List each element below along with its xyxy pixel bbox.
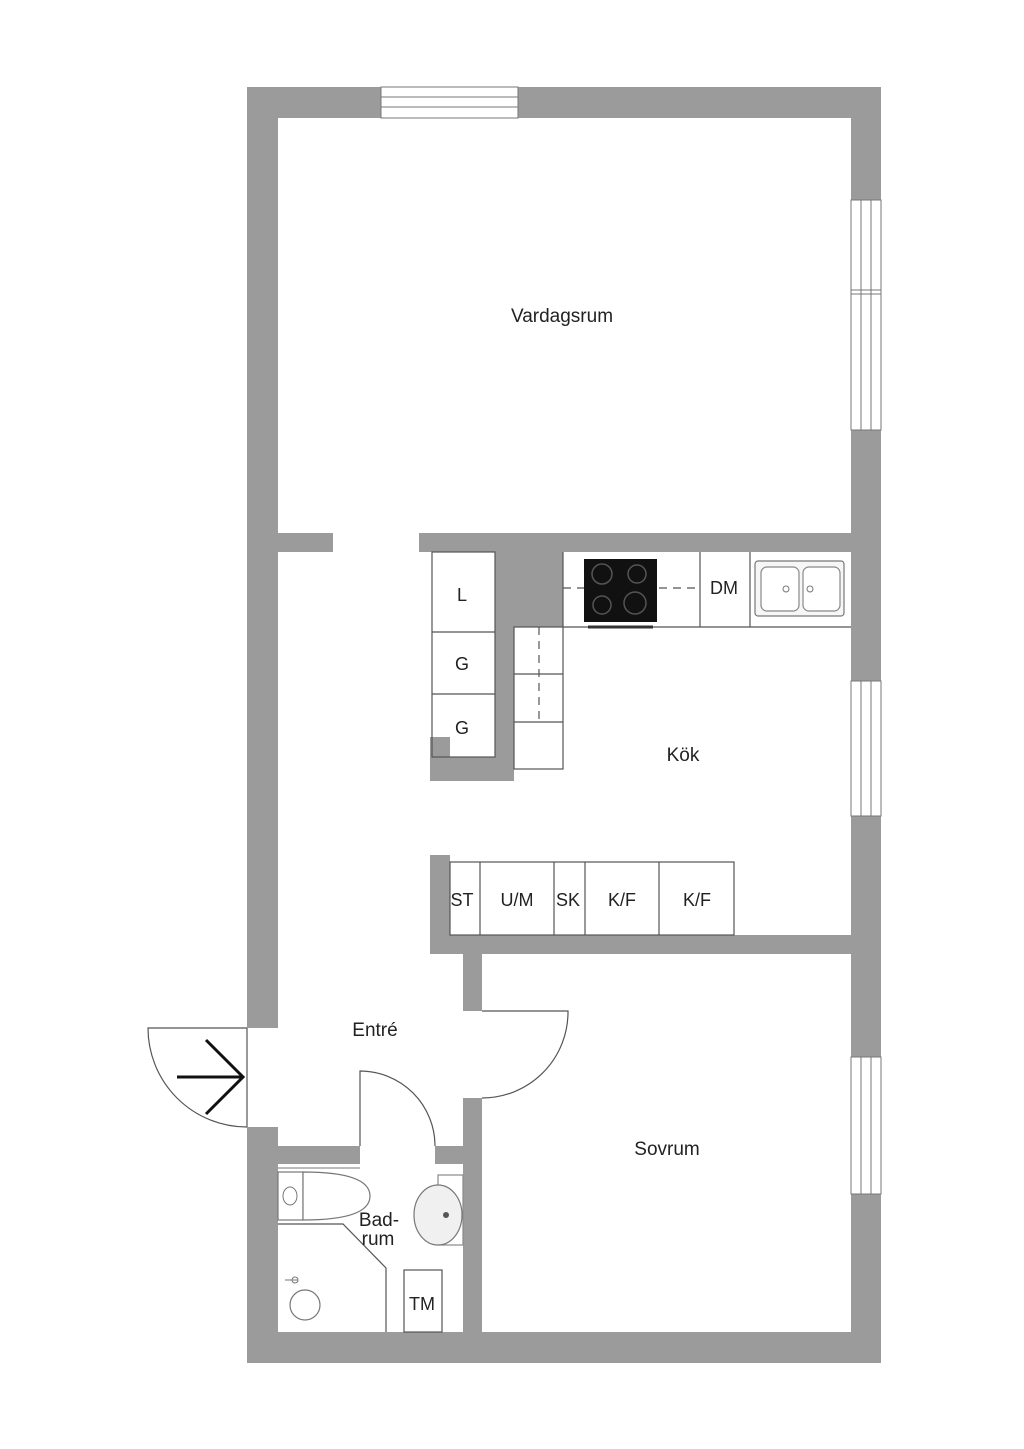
- label-tm: TM: [409, 1294, 435, 1314]
- room-label-kitchen: Kök: [667, 745, 700, 766]
- kitchen-counter-bottom: [449, 861, 735, 936]
- room-label-bedroom: Sovrum: [634, 1139, 699, 1160]
- kitchen-counter-side: [513, 626, 564, 770]
- entrance-arrow-icon: [177, 1038, 246, 1116]
- label-dishwasher: DM: [710, 578, 738, 598]
- pantry-cabinets: [431, 551, 496, 758]
- interior-walls: [278, 533, 851, 1332]
- outer-walls: [247, 87, 881, 1363]
- room-label-bathroom-1: Bad-: [359, 1210, 399, 1231]
- label-st: ST: [450, 890, 473, 910]
- room-label-entrance: Entré: [352, 1020, 397, 1041]
- stove-icon: [584, 559, 657, 629]
- bathroom-fixtures: [277, 1167, 464, 1333]
- bathroom-door: [359, 1070, 436, 1147]
- room-label-living: Vardagsrum: [511, 306, 613, 327]
- kitchen-sink-icon: [754, 560, 845, 617]
- label-pantry-g2: G: [455, 718, 469, 738]
- label-um: U/M: [501, 890, 534, 910]
- label-pantry-l: L: [457, 585, 467, 605]
- toilet-icon: [277, 1167, 371, 1221]
- shower-icon: [285, 1276, 321, 1321]
- window-top: [380, 86, 519, 119]
- bedroom-door: [481, 1010, 569, 1099]
- window-right-living: [850, 199, 882, 431]
- washing-machine: [403, 1269, 443, 1333]
- label-kf-1: K/F: [608, 890, 636, 910]
- window-right-bedroom: [850, 1056, 882, 1195]
- entrance-door: [147, 1027, 248, 1128]
- label-sk: SK: [556, 890, 580, 910]
- windows: [380, 86, 882, 1195]
- label-pantry-g1: G: [455, 654, 469, 674]
- label-kf-2: K/F: [683, 890, 711, 910]
- labels: Vardagsrum Kök Entré Sovrum Bad- rum L G…: [352, 306, 738, 1314]
- room-label-bathroom-2: rum: [362, 1229, 395, 1250]
- window-right-kitchen: [850, 680, 882, 817]
- washbasin-icon: [413, 1174, 464, 1246]
